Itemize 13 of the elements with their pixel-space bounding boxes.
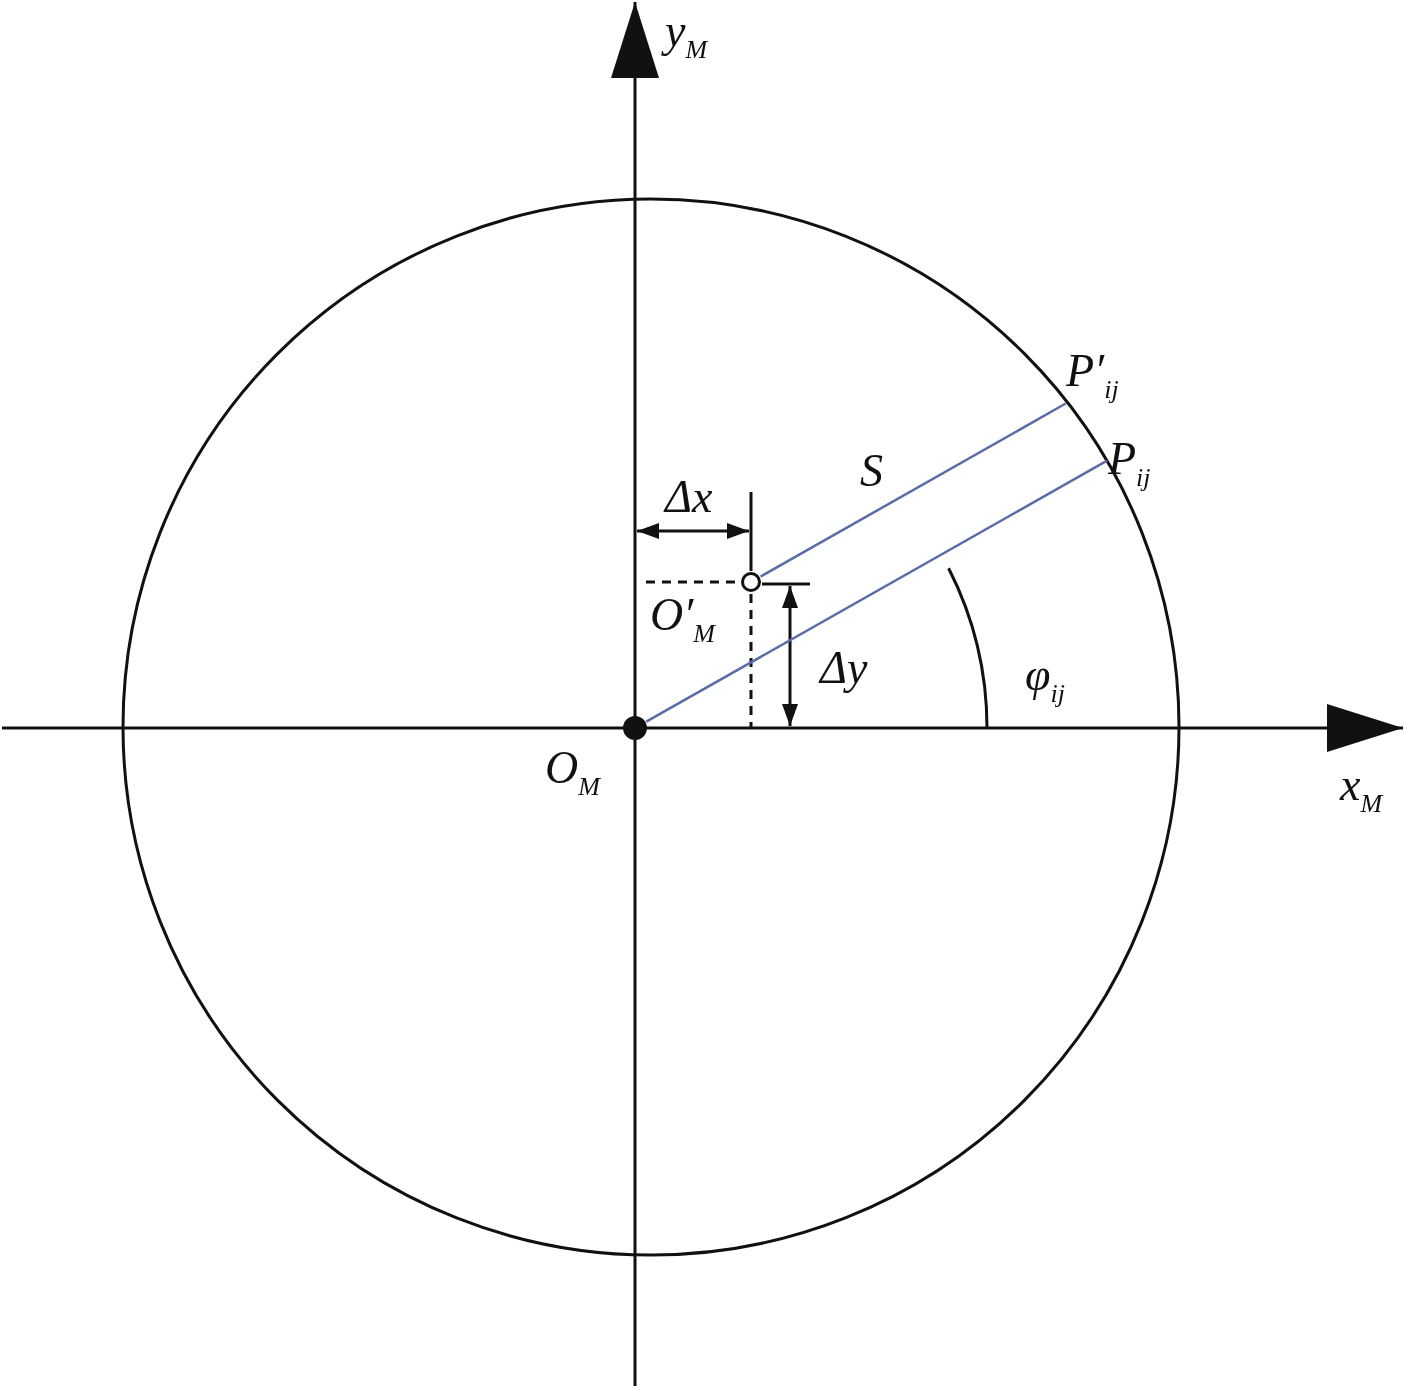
dimension-label: Δx xyxy=(665,474,713,520)
angle-label: φ$_{ij}$ xyxy=(1025,652,1065,707)
point-label: P′$_{ij}$ xyxy=(1066,348,1119,403)
point-marker xyxy=(623,716,647,740)
line-segment xyxy=(760,402,1067,578)
axis-label: x$_{M}$ xyxy=(1340,762,1383,817)
point-label: O$_{M}$ xyxy=(545,745,600,800)
segment-label: S xyxy=(860,448,883,494)
point-label: P$_{ij}$ xyxy=(1108,436,1151,491)
dimension-label: Δy xyxy=(820,645,868,691)
point-label: O′$_{M}$ xyxy=(650,592,715,647)
line-segment xyxy=(645,459,1108,723)
point-marker xyxy=(741,572,761,592)
